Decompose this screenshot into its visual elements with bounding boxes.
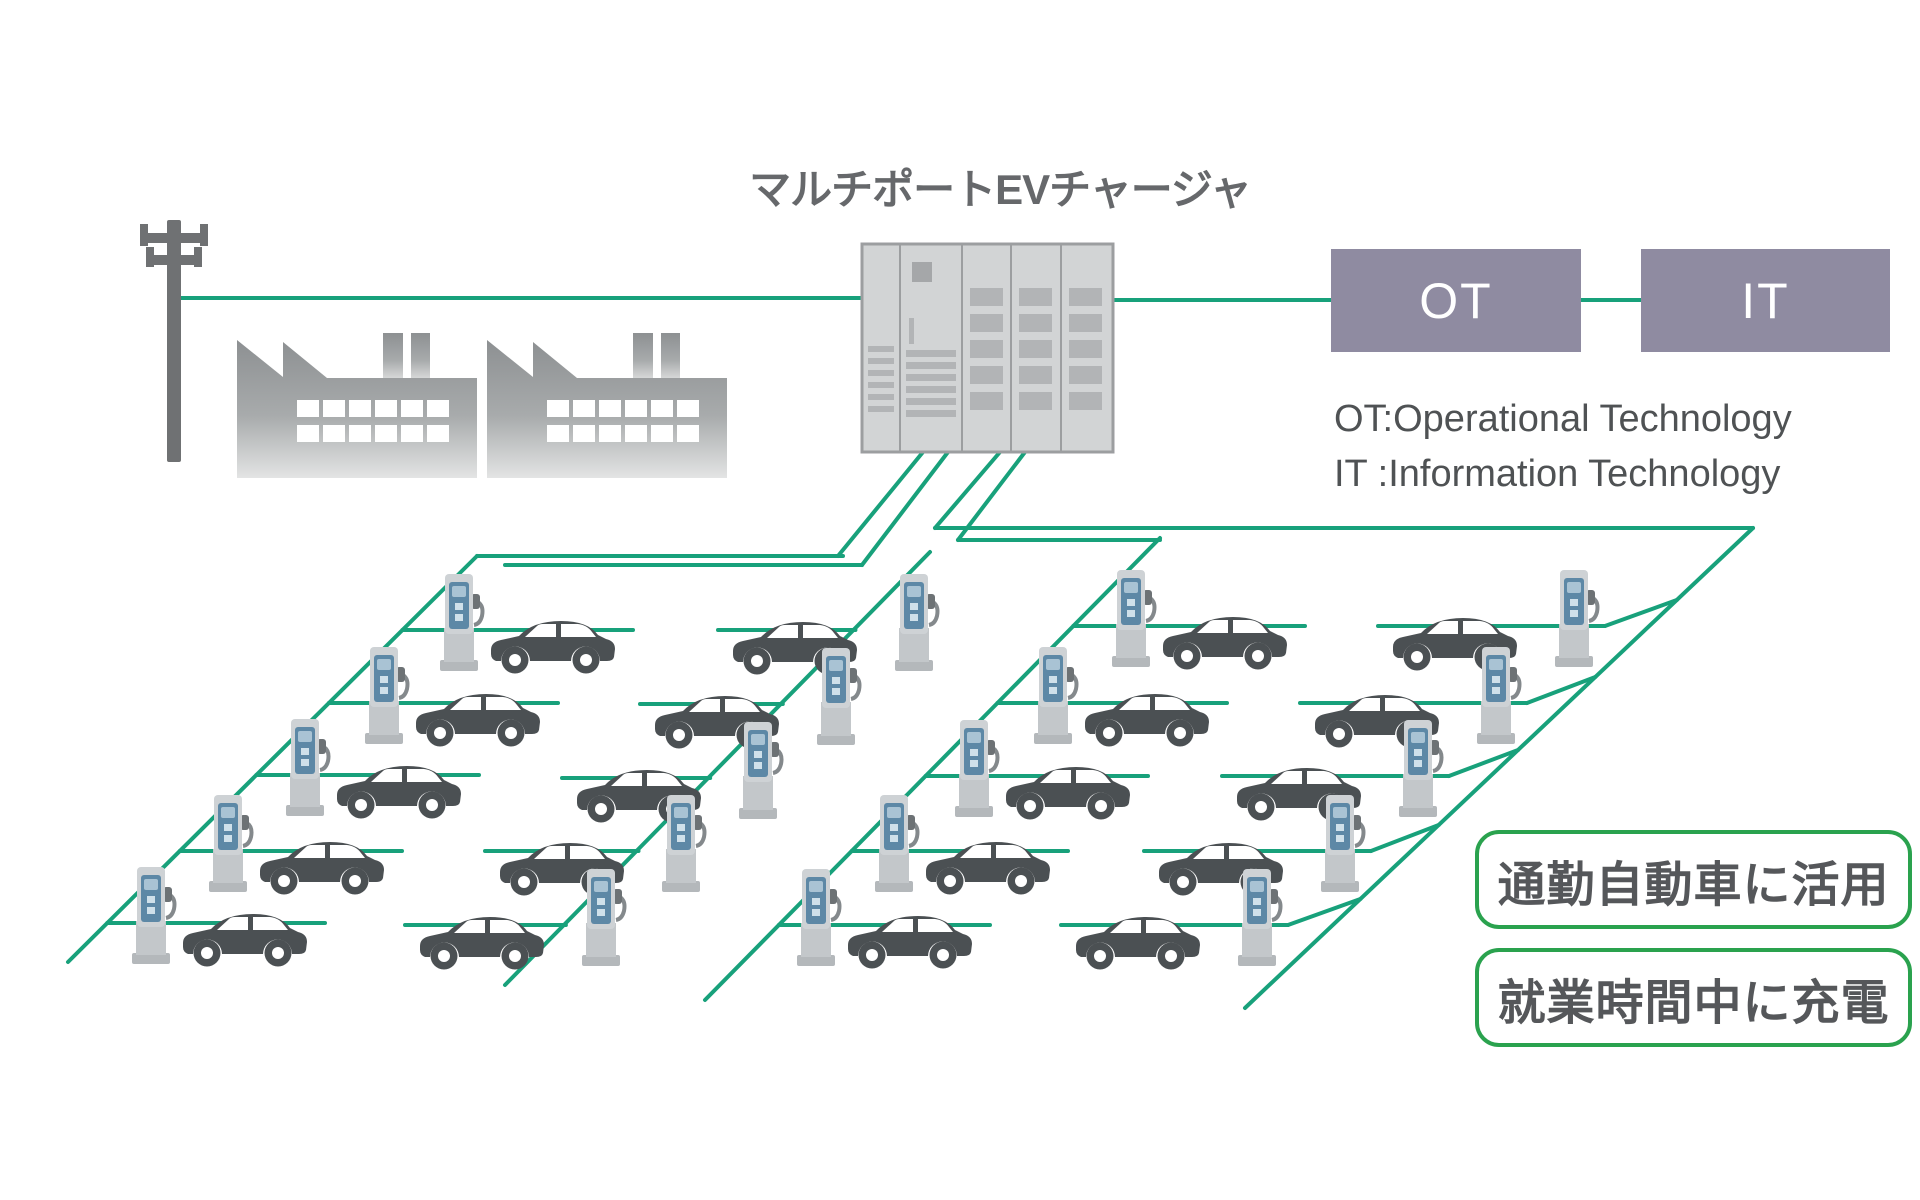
factory-icon — [237, 333, 477, 478]
multiport-ev-charger-cabinet — [860, 242, 1115, 454]
ev-charger-icon — [893, 572, 940, 673]
ev-charger-icon — [580, 867, 627, 968]
ev-charger-icon — [363, 645, 410, 746]
ev-charger-icon — [1236, 867, 1283, 968]
utility-pole-icon — [140, 220, 208, 462]
legend-line-ot: OT:Operational Technology — [1334, 398, 1792, 440]
note-charge-during-work: 就業時間中に充電 — [1475, 948, 1912, 1047]
factory-icon — [487, 333, 727, 478]
it-label: IT — [1741, 272, 1790, 329]
ev-charger-icon — [1397, 718, 1444, 819]
ev-charger-icon — [1475, 645, 1522, 746]
ev-charger-icon — [953, 718, 1000, 819]
ot-it-legend: OT:Operational Technology IT :Informatio… — [1334, 392, 1792, 502]
ev-charger-icon — [815, 646, 862, 747]
parking-lot-items — [130, 568, 1600, 970]
ev-charger-icon — [1032, 645, 1079, 746]
ev-charger-icon — [207, 793, 254, 894]
note-commuter-cars: 通勤自動車に活用 — [1475, 830, 1912, 929]
ev-charger-icon — [1553, 568, 1600, 669]
note-charge-during-work-label: 就業時間中に充電 — [1497, 976, 1890, 1030]
it-system-box: IT — [1641, 249, 1890, 352]
ev-charger-icon — [660, 793, 707, 894]
ev-charger-icon — [284, 717, 331, 818]
ot-system-box: OT — [1331, 249, 1581, 352]
ev-charger-icon — [1110, 568, 1157, 669]
ev-charger-icon — [438, 572, 485, 673]
note-commuter-cars-label: 通勤自動車に活用 — [1497, 858, 1890, 912]
ev-charger-icon — [795, 867, 842, 968]
legend-line-it: IT :Information Technology — [1334, 453, 1781, 495]
ev-charger-icon — [737, 720, 784, 821]
ev-charger-icon — [873, 793, 920, 894]
ot-label: OT — [1419, 272, 1493, 329]
diagram-title: マルチポートEVチャージャ — [749, 166, 1252, 213]
ev-charger-icon — [130, 865, 177, 966]
ev-charger-icon — [1319, 793, 1366, 894]
